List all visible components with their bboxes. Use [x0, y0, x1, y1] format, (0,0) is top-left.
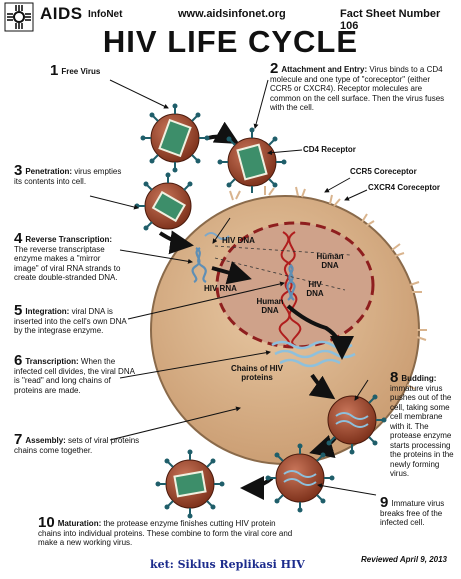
virus-immature [265, 443, 335, 513]
site-url[interactable]: www.aidsinfonet.org [178, 8, 286, 20]
aids-infonet-logo [4, 2, 34, 32]
hiv-dna-integrated [286, 264, 296, 301]
hiv-dna-free [191, 247, 207, 283]
virus-penetrating [134, 172, 193, 231]
brand-name: AIDS [40, 4, 83, 23]
page-title: HIV LIFE CYCLE [102, 24, 359, 59]
reviewed-date: Reviewed April 9, 2013 [361, 555, 447, 564]
label-ccr5-coreceptor: CCR5 Coreceptor [350, 167, 417, 176]
sun-logo-icon [4, 2, 34, 32]
label-cxcr4-coreceptor: CXCR4 Coreceptor [368, 183, 441, 192]
label-hiv-dna-nucleus: HIV DNA [306, 280, 324, 298]
human-dna-helix [278, 231, 302, 347]
label-cd4-receptor: CD4 Receptor [303, 145, 356, 154]
virus-free [140, 103, 210, 173]
figure-caption: ket: Siklus Replikasi HIV [150, 558, 305, 571]
virus-attaching [217, 127, 287, 193]
hiv-rna-strand [204, 232, 230, 240]
brand-subtitle: InfoNet [88, 9, 123, 20]
label-human-dna-right: Human DNA [316, 252, 344, 270]
virus-budding [326, 394, 387, 455]
label-protein-chains: Chains of HIV proteins [230, 364, 283, 382]
label-hiv-dna-cytoplasm: HIV DNA [222, 236, 255, 245]
label-hiv-rna: HIV RNA [204, 284, 237, 293]
label-human-dna-left: Human DNA [256, 297, 284, 315]
cell-receptors [229, 186, 427, 390]
virus-mature [155, 449, 225, 519]
fact-sheet-number: Fact Sheet Number 106 [340, 8, 441, 32]
